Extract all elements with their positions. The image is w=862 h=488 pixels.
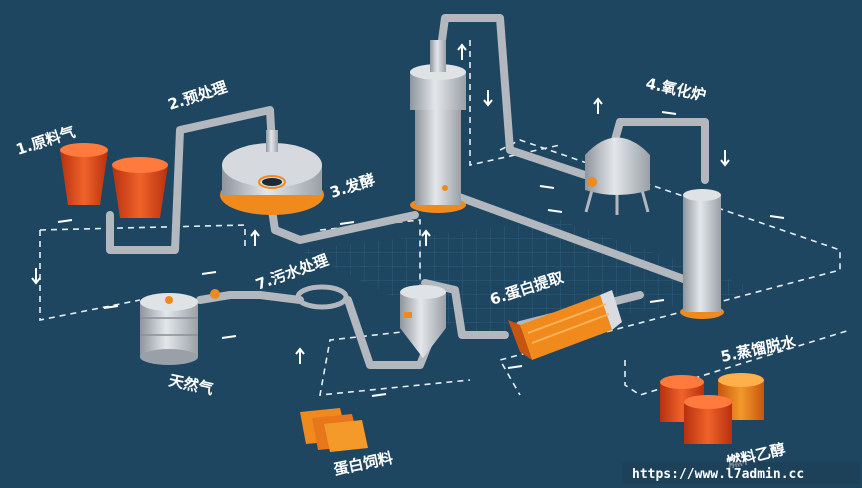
label-natural-gas: 天然气 [167, 371, 215, 398]
flow-arrows [31, 43, 785, 397]
wastewater-hopper [400, 285, 446, 358]
oxidation-furnace [584, 137, 650, 215]
protein-extraction-unit [508, 290, 622, 360]
grid-floor [300, 220, 760, 340]
fermentation-column [410, 40, 466, 213]
distillation-column [680, 189, 724, 319]
natural-gas-tank [140, 293, 198, 365]
label-oxidation-furnace: 4.氧化炉 [644, 74, 708, 104]
watermark-text: https://www.l7admin.cc [632, 467, 804, 482]
label-protein-feed: 蛋白饲料 [332, 449, 394, 479]
fuel-ethanol-barrels [660, 373, 764, 444]
label-fermentation: 3.发酵 [328, 170, 377, 201]
wastewater-coil [210, 284, 349, 310]
raw-gas-tanks [60, 143, 168, 218]
label-pretreatment: 2.预处理 [166, 78, 230, 114]
watermark-bg [622, 462, 860, 484]
label-distillation: 5.蒸馏脱水 [719, 332, 798, 366]
protein-feed-bags [300, 408, 368, 452]
pretreatment-tank [220, 130, 324, 215]
